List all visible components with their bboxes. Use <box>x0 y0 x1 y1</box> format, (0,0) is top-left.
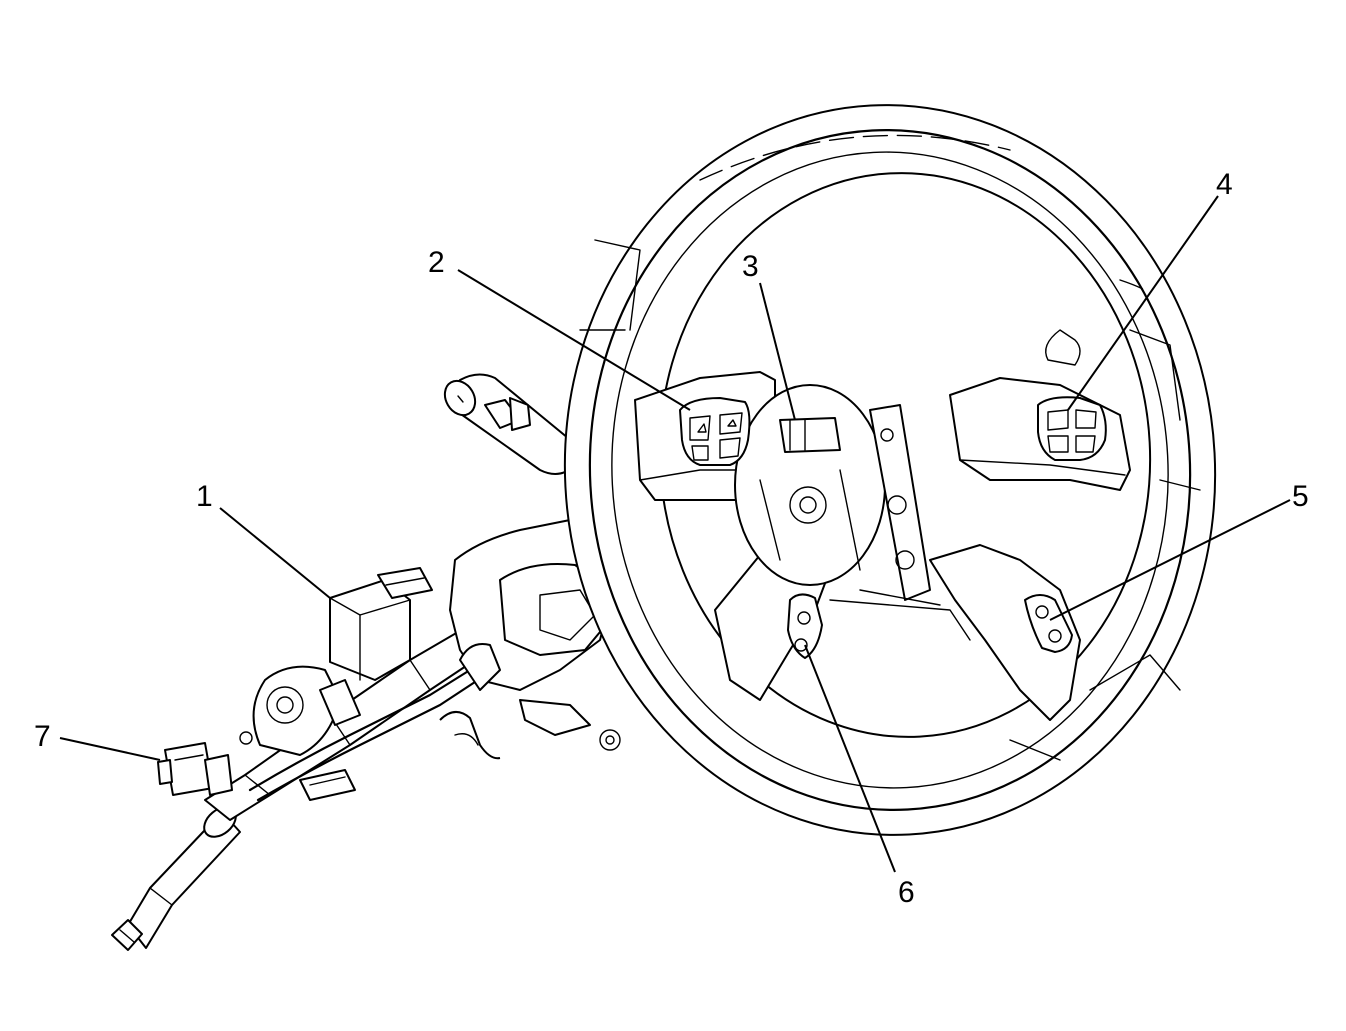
callout-7: 7 <box>34 720 51 753</box>
callout-2: 2 <box>428 246 445 279</box>
callout-6: 6 <box>898 876 915 909</box>
callout-1: 1 <box>196 480 213 513</box>
callout-leaders <box>59 195 1291 873</box>
callout-labels: 1 2 3 4 5 6 7 <box>34 168 1309 909</box>
callout-5: 5 <box>1292 480 1309 513</box>
steering-column <box>111 373 621 951</box>
callout-4: 4 <box>1216 168 1233 201</box>
steering-wheel <box>563 104 1217 836</box>
callout-3: 3 <box>742 250 759 283</box>
